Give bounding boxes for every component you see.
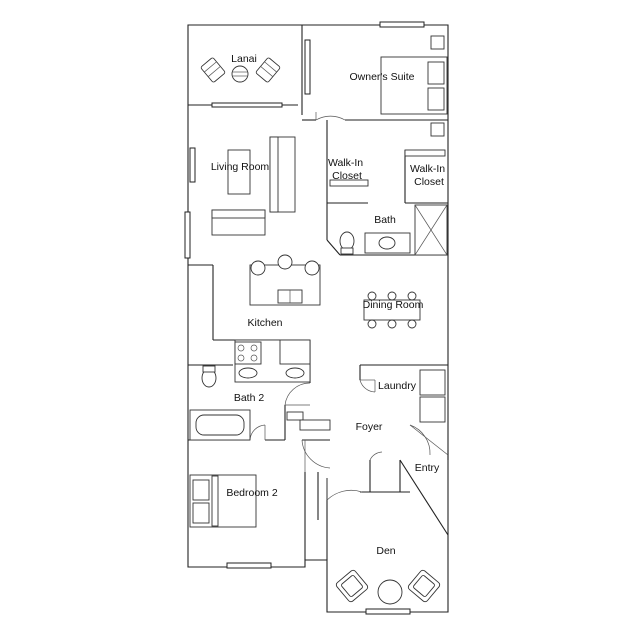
label-kitchen: Kitchen: [247, 317, 282, 329]
armchair-icon: [335, 569, 369, 603]
label-bedroom-2: Bedroom 2: [226, 487, 278, 499]
label-foyer: Foyer: [356, 421, 383, 433]
label-dining-room: Dining Room: [363, 299, 424, 311]
lanai-chair-icon: [200, 57, 226, 83]
toilet-icon: [339, 231, 355, 251]
dryer-icon: [419, 396, 446, 423]
armchair-icon: [407, 569, 441, 603]
room-labels: Lanai Owner's Suite Living Room Walk-In …: [211, 53, 448, 557]
label-lanai: Lanai: [231, 53, 257, 65]
label-walk-in-closet-2: Walk-In Closet: [410, 163, 448, 188]
label-owners-suite: Owner's Suite: [349, 71, 414, 83]
label-den: Den: [376, 545, 395, 557]
label-living-room: Living Room: [211, 161, 270, 173]
label-laundry: Laundry: [378, 380, 417, 392]
windows: [184, 21, 425, 615]
label-entry: Entry: [415, 462, 440, 474]
nightstand-icon: [430, 35, 445, 50]
stove-icon: [234, 341, 262, 365]
label-walk-in-closet-1: Walk-In Closet: [328, 157, 366, 182]
lanai-chair-icon: [255, 57, 281, 83]
refrigerator-icon: [279, 339, 311, 365]
label-bath: Bath: [374, 214, 396, 226]
lanai-table-icon: [231, 65, 249, 83]
furniture: [189, 35, 448, 605]
label-bath-2: Bath 2: [234, 392, 265, 404]
coffee-table-icon: [227, 149, 251, 195]
washer-icon: [419, 369, 446, 396]
nightstand-icon: [430, 122, 445, 137]
den-table-icon: [377, 579, 403, 605]
